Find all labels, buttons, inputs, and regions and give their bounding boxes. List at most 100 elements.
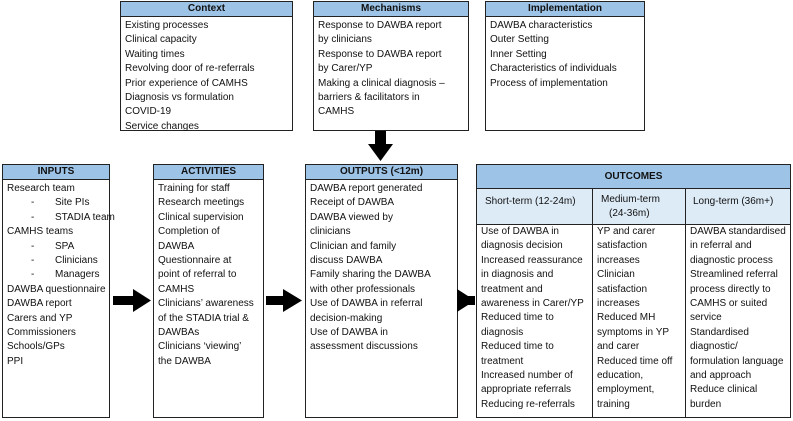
- list-item: Revolving door of re-referrals: [125, 63, 255, 75]
- list-subitem: -Site PIs: [7, 196, 105, 210]
- list-item: training: [597, 398, 630, 410]
- list-item: satisfaction: [597, 240, 648, 252]
- list-subitem: -Clinicians: [7, 254, 105, 268]
- list-item: Reduced time to: [481, 341, 554, 353]
- list-item: YP and carer: [597, 226, 656, 237]
- medium-term-heading-line: (24-36m): [609, 208, 650, 219]
- list-item: Increased reassurance: [481, 254, 583, 266]
- list-item: employment,: [597, 384, 655, 396]
- list-item: discuss DAWBA: [310, 255, 383, 267]
- arrow-inputs-to-activities: [113, 289, 151, 312]
- list-item: Standardised: [690, 326, 749, 338]
- dash-marker: -: [31, 211, 35, 223]
- list-item: COVID-19: [125, 106, 172, 118]
- medium-term-heading: Medium-term (24-36m): [601, 193, 660, 221]
- long-term-column: Long-term (36m+) DAWBA standardised in r…: [686, 189, 790, 417]
- medium-term-column: Medium-term (24-36m) YP and carer satisf…: [593, 189, 685, 417]
- list-item: Questionnaire at: [158, 255, 232, 267]
- list-item: Diagnosis vs formulation: [125, 92, 234, 104]
- list-item: with other professionals: [310, 283, 416, 295]
- list-item: Existing processes: [125, 20, 209, 31]
- list-item: Process of implementation: [490, 77, 608, 89]
- list-item: DAWBA characteristics: [490, 20, 593, 31]
- list-item: Reduce clinical: [690, 384, 758, 396]
- list-item: Reduced time to: [481, 312, 554, 324]
- list-item: Clinician: [597, 269, 635, 281]
- list-item: satisfaction: [597, 283, 648, 295]
- outcomes-title: OUTCOMES: [477, 165, 790, 189]
- arrow-outputs-to-outcomes: [457, 289, 475, 312]
- list-item: CAMHS: [158, 283, 195, 295]
- list-item: Receipt of DAWBA: [310, 197, 395, 209]
- list-item: Research team: [7, 183, 75, 194]
- list-item: decision-making: [310, 312, 383, 324]
- list-item: Family sharing the DAWBA: [310, 269, 431, 281]
- list-subitem: -STADIA team: [7, 211, 115, 225]
- medium-term-list: YP and carer satisfaction increases Clin…: [597, 225, 672, 412]
- list-item: Schools/GPs: [7, 341, 65, 353]
- inputs-title: INPUTS: [3, 165, 109, 180]
- inputs-list: Research team -Site PIs -STADIA team CAM…: [3, 180, 115, 371]
- list-item: Inner Setting: [490, 48, 547, 60]
- list-item: DAWBA questionnaire: [7, 283, 106, 295]
- list-item: in referral and: [690, 240, 752, 252]
- list-item: burden: [690, 398, 722, 410]
- dash-marker: -: [31, 197, 35, 209]
- list-item: process directly to: [690, 283, 771, 295]
- list-item: Clinician and family: [310, 240, 397, 252]
- dash-marker: -: [31, 255, 35, 267]
- mechanisms-list: Response to DAWBA report by clinicians R…: [314, 17, 468, 122]
- activities-list: Training for staff Research meetings Cli…: [154, 180, 263, 371]
- list-item: Reducing re-referrals: [481, 398, 575, 410]
- long-term-heading: Long-term (36m+): [693, 196, 774, 207]
- list-item: and approach: [690, 370, 752, 382]
- outcomes-subheader: [477, 189, 790, 225]
- list-item: DAWBAs: [158, 327, 200, 339]
- mechanisms-box: Mechanisms Response to DAWBA report by c…: [313, 1, 469, 131]
- list-item: diagnosis: [481, 326, 524, 338]
- arrow-mechanisms-to-outputs: [368, 131, 393, 161]
- outputs-list: DAWBA report generated Receipt of DAWBA …: [306, 180, 457, 357]
- list-subitem: -Managers: [7, 268, 105, 282]
- list-item: treatment: [481, 355, 524, 367]
- list-item: treatment and: [481, 283, 543, 295]
- list-item: Making a clinical diagnosis –: [318, 77, 445, 89]
- list-item: increases: [597, 254, 640, 266]
- activities-title: ACTIVITIES: [154, 165, 263, 180]
- list-item: Reduced time off: [597, 355, 673, 367]
- context-list: Existing processes Clinical capacity Wai…: [121, 17, 292, 136]
- list-item: barriers & facilitators in: [318, 92, 420, 104]
- list-subitem: -SPA: [7, 240, 105, 254]
- list-item: DAWBA viewed by: [310, 211, 393, 223]
- column-divider: [592, 189, 593, 417]
- list-item: service: [690, 312, 722, 324]
- list-item: DAWBA report: [7, 298, 72, 310]
- context-title: Context: [121, 2, 292, 17]
- implementation-box: Implementation DAWBA characteristics Out…: [485, 1, 645, 131]
- list-item: diagnostic/: [690, 341, 738, 353]
- list-item: Commissioners: [7, 327, 76, 339]
- long-term-list: DAWBA standardised in referral and diagn…: [690, 225, 786, 412]
- list-item: Completion of: [158, 226, 220, 238]
- list-item: of the STADIA trial &: [158, 312, 249, 324]
- list-item: formulation language: [690, 355, 784, 367]
- list-item: DAWBA standardised: [690, 226, 786, 237]
- list-item: Characteristics of individuals: [490, 63, 617, 75]
- implementation-list: DAWBA characteristics Outer Setting Inne…: [486, 17, 644, 93]
- list-item: the DAWBA: [158, 355, 211, 367]
- short-term-heading: Short-term (12-24m): [485, 196, 576, 207]
- activities-box: ACTIVITIES Training for staff Research m…: [153, 164, 264, 418]
- list-item: clinicians: [310, 226, 351, 238]
- context-box: Context Existing processes Clinical capa…: [120, 1, 293, 132]
- list-item: Training for staff: [158, 183, 230, 194]
- outputs-box: OUTPUTS (<12m) DAWBA report generated Re…: [305, 164, 458, 418]
- list-item: Response to DAWBA report: [318, 48, 442, 60]
- list-item: CAMHS: [318, 106, 355, 118]
- list-item: appropriate referrals: [481, 384, 572, 396]
- list-item: Reduced MH: [597, 312, 656, 324]
- arrow-activities-to-outputs: [266, 289, 302, 312]
- mechanisms-title: Mechanisms: [314, 2, 468, 17]
- list-item: increases: [597, 298, 640, 310]
- list-item: Clinicians ‘viewing’: [158, 341, 242, 353]
